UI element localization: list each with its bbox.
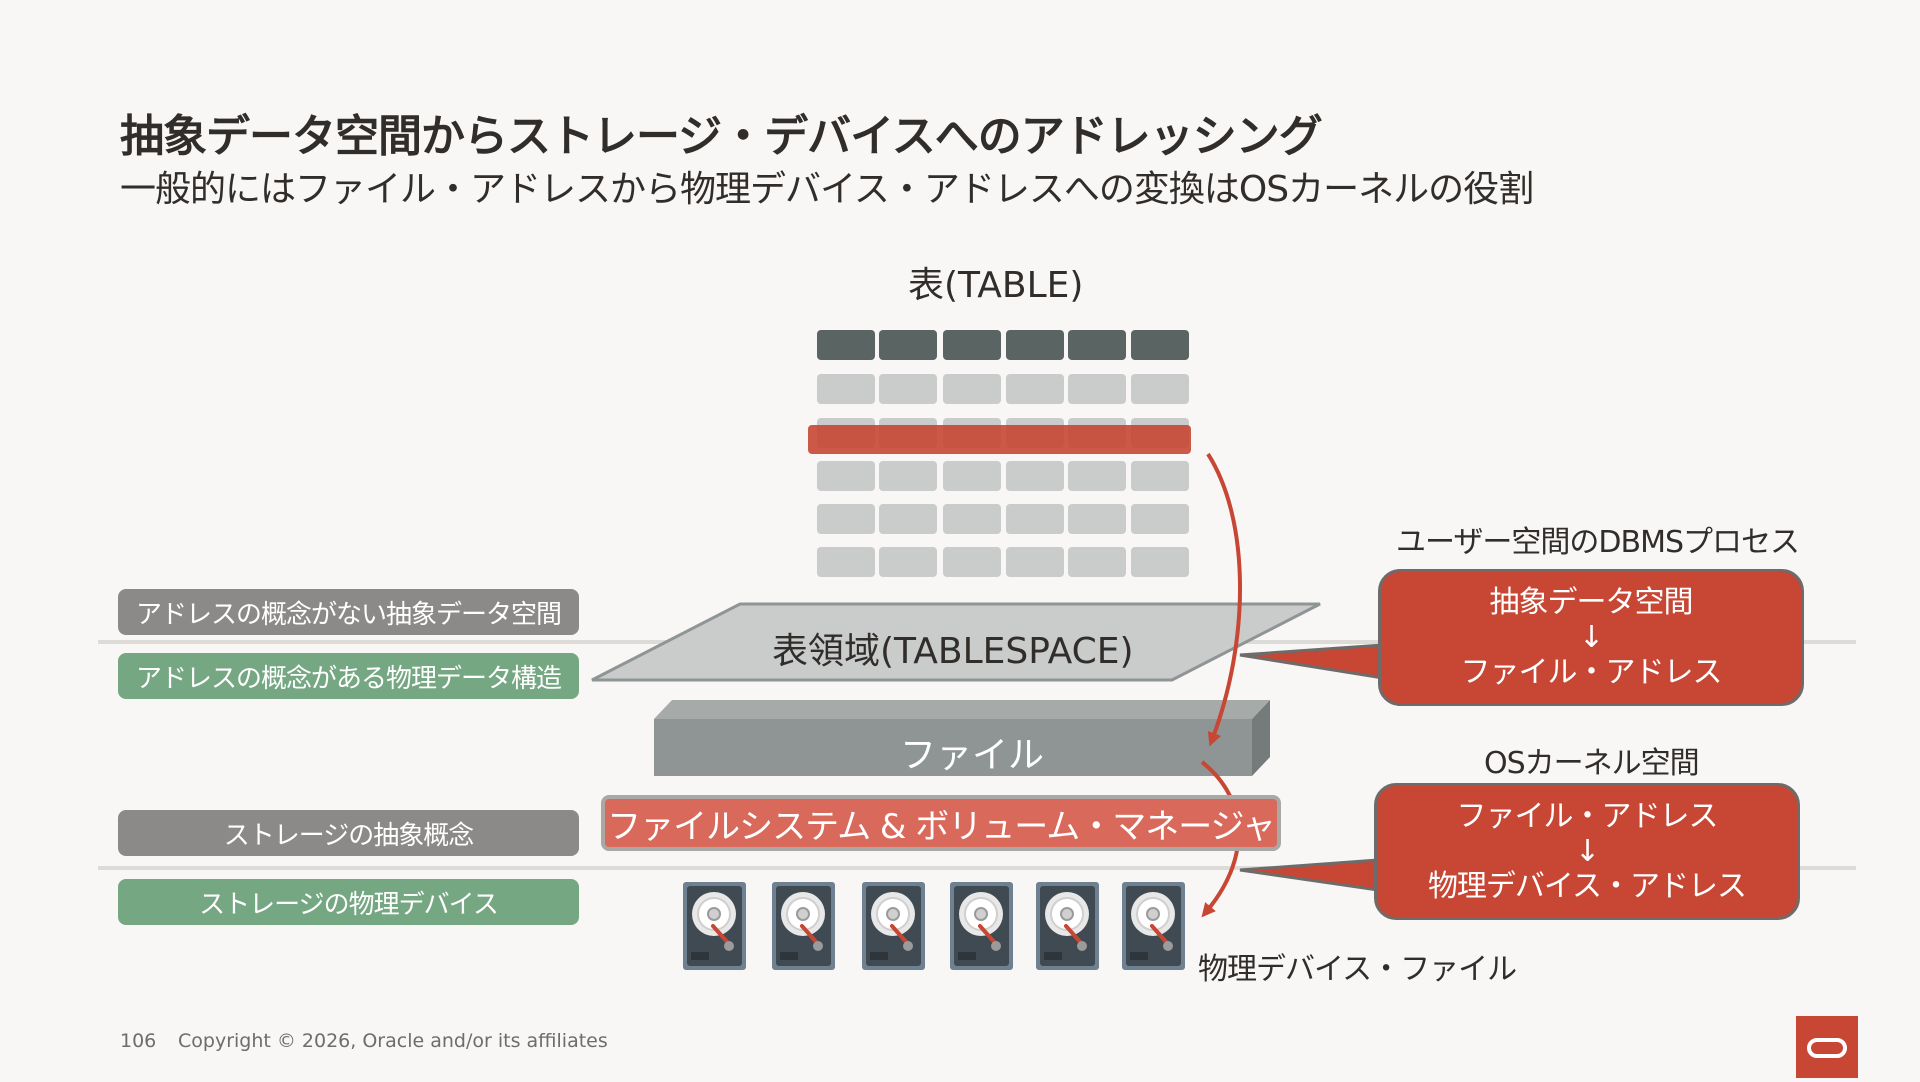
- callout2-line2: 物理デバイス・アドレス: [1428, 868, 1746, 906]
- flow-arrow-table-to-file: [1208, 454, 1240, 740]
- table-cell: [1006, 374, 1064, 404]
- table-cell: [1006, 461, 1064, 491]
- hard-disk-icon: [862, 882, 925, 970]
- table-cell: [1131, 504, 1189, 534]
- disk-array: [683, 882, 1185, 970]
- hard-disk-icon: [683, 882, 746, 970]
- table-cell: [943, 374, 1001, 404]
- table-header-cell: [1068, 330, 1126, 360]
- table-header-cell: [943, 330, 1001, 360]
- table-header-cell: [817, 330, 875, 360]
- table-header-cell: [879, 330, 937, 360]
- down-arrow-icon: ↓: [1579, 622, 1603, 654]
- table-header-cell: [1131, 330, 1189, 360]
- hard-disk-icon: [772, 882, 835, 970]
- callout1-tail: [1240, 645, 1383, 678]
- callout2-tail: [1240, 860, 1378, 890]
- callout1-header: ユーザー空間のDBMSプロセス: [1396, 517, 1799, 561]
- table-cell: [943, 461, 1001, 491]
- table-cell: [879, 374, 937, 404]
- callout1-line2: ファイル・アドレス: [1461, 654, 1722, 692]
- table-cell: [1131, 461, 1189, 491]
- table-cell: [943, 547, 1001, 577]
- highlighted-table-row: [808, 425, 1191, 454]
- oracle-logo-glyph: [1796, 1016, 1858, 1078]
- hard-disk-icon: [1036, 882, 1099, 970]
- tablespace-label: 表領域(TABLESPACE): [772, 622, 1134, 674]
- table-cell: [817, 504, 875, 534]
- table-cell: [1131, 374, 1189, 404]
- down-arrow-icon: ↓: [1575, 836, 1599, 868]
- page-number: 106: [120, 1030, 156, 1052]
- table-cell: [1006, 504, 1064, 534]
- oracle-logo-icon: [1796, 1016, 1858, 1078]
- callout2-line1: ファイル・アドレス: [1457, 798, 1718, 836]
- table-cell: [879, 461, 937, 491]
- table-header-cell: [1006, 330, 1064, 360]
- table-cell: [1006, 547, 1064, 577]
- table-cell: [879, 547, 937, 577]
- filesystem-volume-manager-bar: ファイルシステム & ボリューム・マネージャ: [601, 795, 1281, 851]
- callout2-header: OSカーネル空間: [1484, 738, 1699, 782]
- hard-disk-icon: [1122, 882, 1185, 970]
- callout-dbms-process: 抽象データ空間 ↓ ファイル・アドレス: [1378, 569, 1804, 706]
- callout-os-kernel: ファイル・アドレス ↓ 物理デバイス・アドレス: [1374, 783, 1800, 920]
- table-cell: [943, 504, 1001, 534]
- file-label: ファイル: [900, 726, 1044, 778]
- callout1-line1: 抽象データ空間: [1490, 584, 1693, 622]
- table-cell: [1068, 461, 1126, 491]
- table-cell: [817, 374, 875, 404]
- table-cell: [1068, 504, 1126, 534]
- physical-device-files-label: 物理デバイス・ファイル: [1198, 944, 1516, 988]
- table-cell: [1068, 547, 1126, 577]
- table-cell: [879, 504, 937, 534]
- hard-disk-icon: [950, 882, 1013, 970]
- table-cell: [1068, 374, 1126, 404]
- copyright: Copyright © 2026, Oracle and/or its affi…: [178, 1030, 608, 1052]
- file-box-top: [654, 700, 1270, 719]
- table-cell: [817, 547, 875, 577]
- table-cell: [817, 461, 875, 491]
- table-cell: [1131, 547, 1189, 577]
